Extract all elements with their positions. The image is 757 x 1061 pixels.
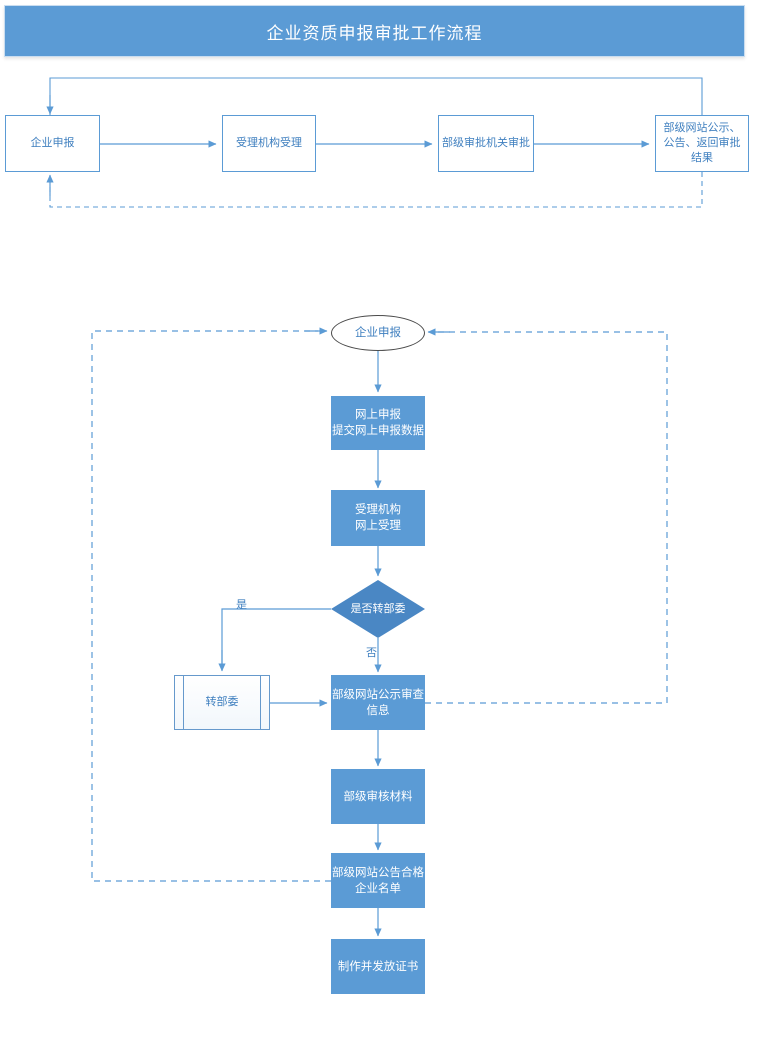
node-label: 企业申报 — [30, 136, 75, 150]
edge-label-yes: 是 — [236, 598, 247, 611]
node-label: 制作并发放证书 — [337, 958, 419, 973]
node-label: 是否转部委 — [350, 601, 406, 615]
node-label: 转部委 — [205, 695, 239, 709]
node-ministry-material-review[interactable]: 部级审核材料 — [331, 769, 425, 824]
page-title-banner: 企业资质申报审批工作流程 — [4, 5, 745, 57]
node-online-application[interactable]: 网上申报 提交网上申报数据 — [331, 396, 425, 450]
top-node-intake-agency-acceptance[interactable]: 受理机构受理 — [222, 115, 316, 172]
node-label: 部级网站公示、公告、返回审批结果 — [663, 121, 741, 164]
node-ministry-site-qualified-list[interactable]: 部级网站公告合格 企业名单 — [331, 853, 425, 908]
node-ministry-site-review-publicity[interactable]: 部级网站公示审查 信息 — [331, 675, 425, 730]
node-enterprise-application-start[interactable]: 企业申报 — [331, 315, 425, 351]
node-label-line1: 网上申报 — [355, 407, 401, 422]
node-label-line2: 网上受理 — [355, 518, 401, 532]
node-label: 部级审核材料 — [343, 788, 413, 803]
top-node-enterprise-application[interactable]: 企业申报 — [5, 115, 100, 172]
top-node-ministry-approval-authority[interactable]: 部级审批机关审批 — [438, 115, 534, 172]
node-label-line2: 提交网上申报数据 — [332, 423, 424, 437]
node-label: 部级审批机关审批 — [442, 136, 530, 150]
node-label-line2: 信息 — [366, 702, 390, 717]
node-label-line1: 受理机构 — [355, 502, 401, 517]
node-label: 企业申报 — [355, 325, 401, 340]
node-produce-and-issue-certificate[interactable]: 制作并发放证书 — [331, 939, 425, 994]
node-transfer-to-ministry[interactable]: 转部委 — [174, 675, 270, 730]
node-decision-transfer-to-ministry[interactable]: 是否转部委 — [331, 580, 425, 638]
node-label-line2: 企业名单 — [355, 880, 401, 895]
node-label-line1: 部级网站公示审查 — [332, 686, 424, 701]
node-agency-online-acceptance[interactable]: 受理机构 网上受理 — [331, 490, 425, 546]
page-title: 企业资质申报审批工作流程 — [266, 23, 483, 44]
node-label: 受理机构受理 — [236, 136, 302, 150]
edge-label-no: 否 — [366, 646, 377, 659]
node-label-line1: 部级网站公告合格 — [332, 864, 424, 879]
top-node-ministry-site-publicity[interactable]: 部级网站公示、公告、返回审批结果 — [655, 115, 749, 172]
